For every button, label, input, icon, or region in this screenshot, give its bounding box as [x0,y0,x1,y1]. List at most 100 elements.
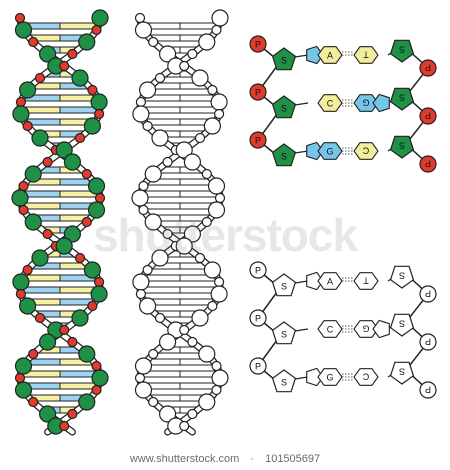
sugar-pentagon [389,313,415,337]
phosphate-node [187,48,198,60]
base-ring [306,271,324,291]
phosphate-node [93,108,105,120]
sugar-node [87,177,106,195]
sugar-node [78,345,96,363]
sugar-label: S [281,104,287,114]
sugar-node [183,225,201,243]
phosphate-node [194,132,206,144]
phosphate-node [14,372,26,384]
phosphate-node [59,324,70,336]
sugar-node [207,201,226,219]
phosphate-node [67,408,78,420]
sugar-label: S [399,367,405,377]
glycosidic-bond [294,54,309,58]
sugar-pentagon [271,47,297,71]
sugar-node [207,177,226,195]
phosphate-node [135,288,146,300]
phosphate-node [22,120,33,132]
sugar-node [151,129,169,147]
phosphate-label: P [425,385,431,395]
sugar-node [139,297,157,315]
phosphate-circle [419,285,437,303]
phosphate-label: P [425,111,431,121]
sugar-node [211,9,229,27]
sugar-node [131,189,149,207]
phosphate-node [211,384,222,396]
base-ring [317,142,343,160]
phosphate-node [207,84,218,96]
base-ring [353,272,379,290]
base-label: C [327,325,334,335]
sugar-label: S [281,378,287,388]
sugar-node [31,249,49,267]
sugar-node [31,129,49,147]
sugar-node [78,33,96,51]
sugar-label: S [399,93,405,103]
phosphate-node [148,36,159,48]
glycosidic-bond [294,102,309,106]
phosphate-circle [249,261,267,279]
phosphate-label: P [255,362,261,372]
sugar-node [63,225,82,243]
sugar-node [203,261,221,279]
phosphate-node [59,420,70,432]
sugar-node [134,357,153,375]
base-ring [353,320,379,338]
phosphate-node [134,372,146,384]
base-label: G [362,98,369,108]
glycosidic-bond [387,52,392,56]
base-label: A [327,277,333,287]
sugar-label: S [399,45,405,55]
phosphate-node [18,180,29,192]
sugar-node [90,93,108,111]
sugar-node [144,165,162,183]
sugar-node [63,153,82,171]
glycosidic-bond [294,280,309,284]
glycosidic-bond [387,148,392,152]
sugar-node [55,237,73,255]
sugar-node [210,93,228,111]
sugar-node [14,381,33,399]
sugar-node [38,333,57,351]
glycosidic-bond [387,374,392,378]
phosphate-node [211,24,222,36]
phosphate-node [67,336,78,348]
sugar-node [11,189,29,207]
sugar-node [38,45,57,63]
phosphate-circle [249,35,267,53]
base-label: C [327,99,334,109]
sugar-node [12,273,30,291]
sugar-node [191,309,209,327]
sugar-node [175,141,193,159]
sugar-node [191,69,209,87]
sugar-node [78,393,96,411]
sugar-pentagon [389,361,415,385]
base-label: G [362,324,369,334]
phosphate-node [87,300,98,312]
phosphate-label: P [425,289,431,299]
base-ring [306,45,324,65]
phosphate-circle [419,381,437,399]
sugar-node [132,273,150,291]
phosphate-node [28,348,39,360]
phosphate-node [94,192,106,204]
phosphate-node [134,12,146,24]
phosphate-node [14,12,26,24]
sugar-node [87,201,106,219]
phosphate-node [154,72,166,84]
phosphate-node [93,276,105,288]
base-ring [306,367,324,387]
phosphate-node [148,396,159,408]
base-label: G [326,373,333,383]
phosphate-label: P [425,337,431,347]
base-ring [353,94,379,112]
phosphate-node [59,60,70,72]
base-ring [317,94,343,112]
glycosidic-bond [294,376,309,380]
sugar-label: S [281,282,287,292]
base-ring [372,319,390,339]
phosphate-node [91,384,102,396]
sugar-pentagon [271,143,297,167]
